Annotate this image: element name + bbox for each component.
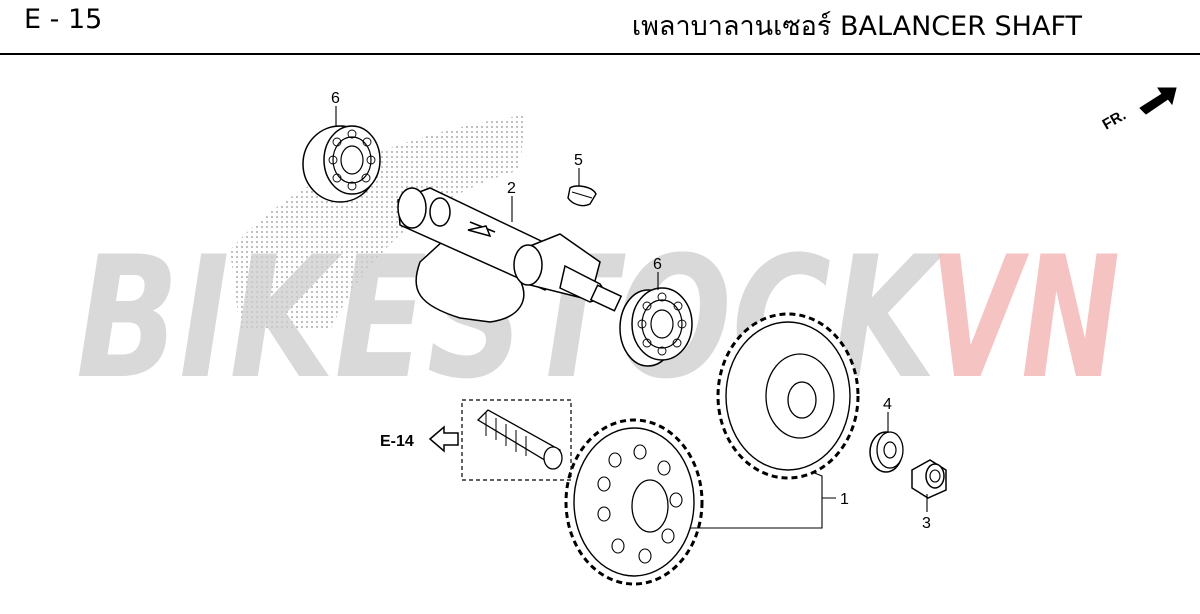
front-direction-arrow-icon: [1139, 87, 1177, 115]
callout-bearing-mid: 6: [653, 256, 662, 273]
callout-leaders: [335, 106, 928, 529]
reference-box: [461, 399, 572, 481]
callout-bearing-top: 6: [331, 90, 340, 107]
page-header: E - 15 เพลาบาลานเซอร์ BALANCER SHAFT: [0, 0, 1200, 56]
bearing-top-icon[interactable]: [302, 125, 381, 203]
page-title: เพลาบาลานเซอร์ BALANCER SHAFT: [631, 11, 1082, 42]
bearing-mid-icon[interactable]: [619, 287, 693, 367]
washer-icon[interactable]: [869, 431, 904, 473]
callout-nut: 3: [922, 515, 931, 532]
reference-arrow-icon[interactable]: [428, 425, 459, 453]
callout-woodruff-key: 5: [574, 152, 583, 169]
watermark-accent-text: VN: [930, 220, 1120, 416]
callout-washer: 4: [883, 396, 892, 413]
front-direction-label: FR.: [1100, 107, 1129, 134]
callout-gear-set: 1: [840, 491, 849, 508]
large-gear-icon[interactable]: [716, 312, 860, 480]
shading-area: [230, 115, 525, 330]
nut-icon[interactable]: [911, 459, 947, 499]
header-divider: [0, 53, 1200, 55]
balancer-shaft-icon[interactable]: [397, 187, 623, 323]
small-gear-icon[interactable]: [564, 418, 704, 586]
callout-balancer-shaft: 2: [507, 180, 516, 197]
woodruff-key-icon[interactable]: [567, 185, 597, 207]
reference-label[interactable]: E-14: [380, 433, 414, 450]
page-code: E - 15: [24, 4, 103, 35]
